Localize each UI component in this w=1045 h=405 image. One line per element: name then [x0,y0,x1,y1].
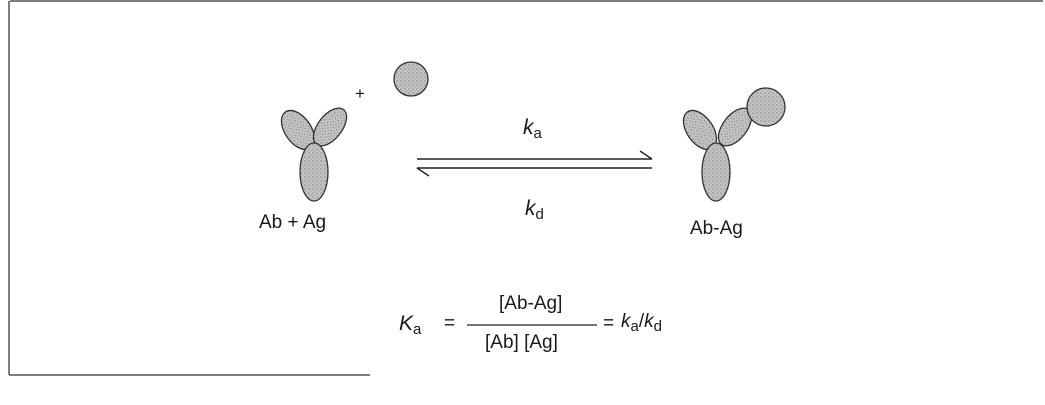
equals-sign-right: = [603,313,615,334]
complex-shape [682,87,786,202]
antibody-stem [299,142,329,202]
complex-stem [701,142,731,202]
forward-rate-label: ka [523,116,542,142]
equilibrium-constant-symbol: Ka [399,312,422,338]
forward-arrow-barb [639,150,653,160]
reverse-arrow-barb [416,167,430,177]
antigen-circle [393,61,429,97]
denominator: [Ab] [Ag] [485,332,558,353]
product-label: Ab-Ag [690,218,743,239]
antibody-shape [280,107,348,202]
equals-sign-left: = [444,313,456,334]
plus-sign: + [355,84,365,103]
numerator: [Ab-Ag] [499,293,563,314]
complex-antigen [746,87,786,127]
reverse-rate-label: kd [525,197,544,223]
equilibrium-arrows [416,150,653,177]
rate-ratio: ka/kd [621,311,662,335]
reactant-label: Ab + Ag [259,212,327,233]
